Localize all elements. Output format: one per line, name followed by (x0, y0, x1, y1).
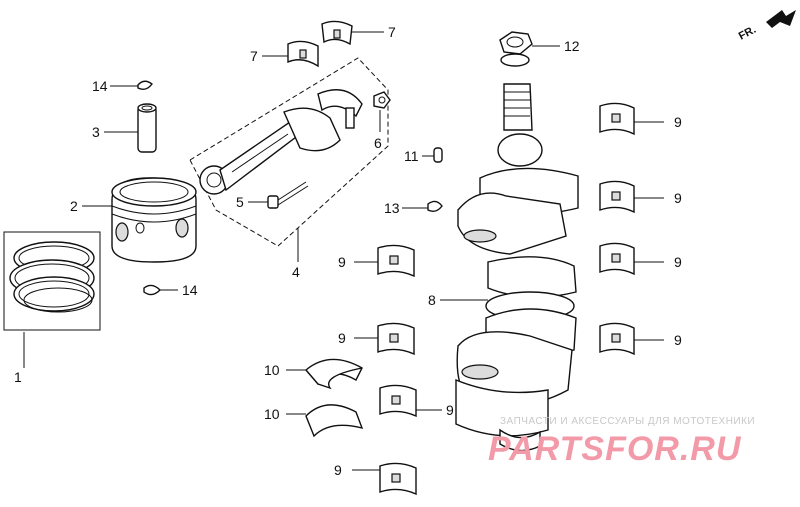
front-arrow-icon (766, 10, 796, 28)
callout-14b: 14 (182, 282, 198, 298)
main-bearing-3 (599, 242, 635, 276)
callout-9g: 9 (446, 402, 454, 418)
callout-9c: 9 (674, 254, 682, 270)
thrust-washer-upper (305, 358, 363, 390)
callout-3: 3 (92, 124, 100, 140)
piston-pin (137, 103, 157, 153)
callout-1: 1 (14, 369, 22, 385)
main-bearing-7 (379, 384, 417, 418)
callout-6: 6 (374, 135, 382, 151)
rod-bearing-upper (321, 20, 353, 46)
callout-9a: 9 (674, 114, 682, 130)
callout-14a: 14 (92, 78, 108, 94)
main-bearing-1 (599, 102, 635, 136)
callout-2: 2 (70, 198, 78, 214)
callout-5: 5 (236, 194, 244, 210)
callout-12: 12 (564, 38, 580, 54)
callout-9h: 9 (334, 462, 342, 478)
callout-9b: 9 (674, 190, 682, 206)
main-bearing-5 (377, 244, 415, 278)
piston (111, 177, 197, 263)
callout-7b: 7 (250, 48, 258, 64)
callout-10b: 10 (264, 406, 280, 422)
callout-9f: 9 (338, 330, 346, 346)
callout-11: 11 (404, 148, 419, 164)
callout-4: 4 (292, 264, 300, 280)
piston-pin-clip-upper (137, 80, 153, 91)
thrust-washer-lower (305, 404, 364, 438)
rod-bolt (267, 181, 309, 209)
watermark-tagline: ЗАПЧАСТИ И АКСЕССУАРЫ ДЛЯ МОТОТЕХНИКИ (500, 416, 755, 427)
callout-9e: 9 (338, 254, 346, 270)
front-label: FR. (737, 24, 758, 43)
main-bearing-8 (379, 462, 417, 496)
main-bearing-4 (599, 322, 635, 356)
woodruff-key (433, 147, 443, 163)
main-bearing-2 (599, 180, 635, 214)
watermark-logo: PARTSFOR.RU (488, 430, 742, 468)
piston-ring-set (3, 231, 101, 331)
main-bearing-6 (377, 322, 415, 356)
callout-10a: 10 (264, 362, 280, 378)
rod-nut (373, 91, 391, 109)
callout-8: 8 (428, 292, 436, 308)
callout-9d: 9 (674, 332, 682, 348)
piston-pin-clip-lower (143, 284, 161, 296)
crankshaft (455, 83, 579, 452)
callout-13: 13 (384, 200, 400, 216)
dowel-pin (427, 200, 443, 213)
callout-7a: 7 (388, 24, 396, 40)
connecting-rod (199, 89, 363, 195)
rod-bearing-lower (287, 40, 319, 68)
crankshaft-nut (499, 31, 533, 67)
